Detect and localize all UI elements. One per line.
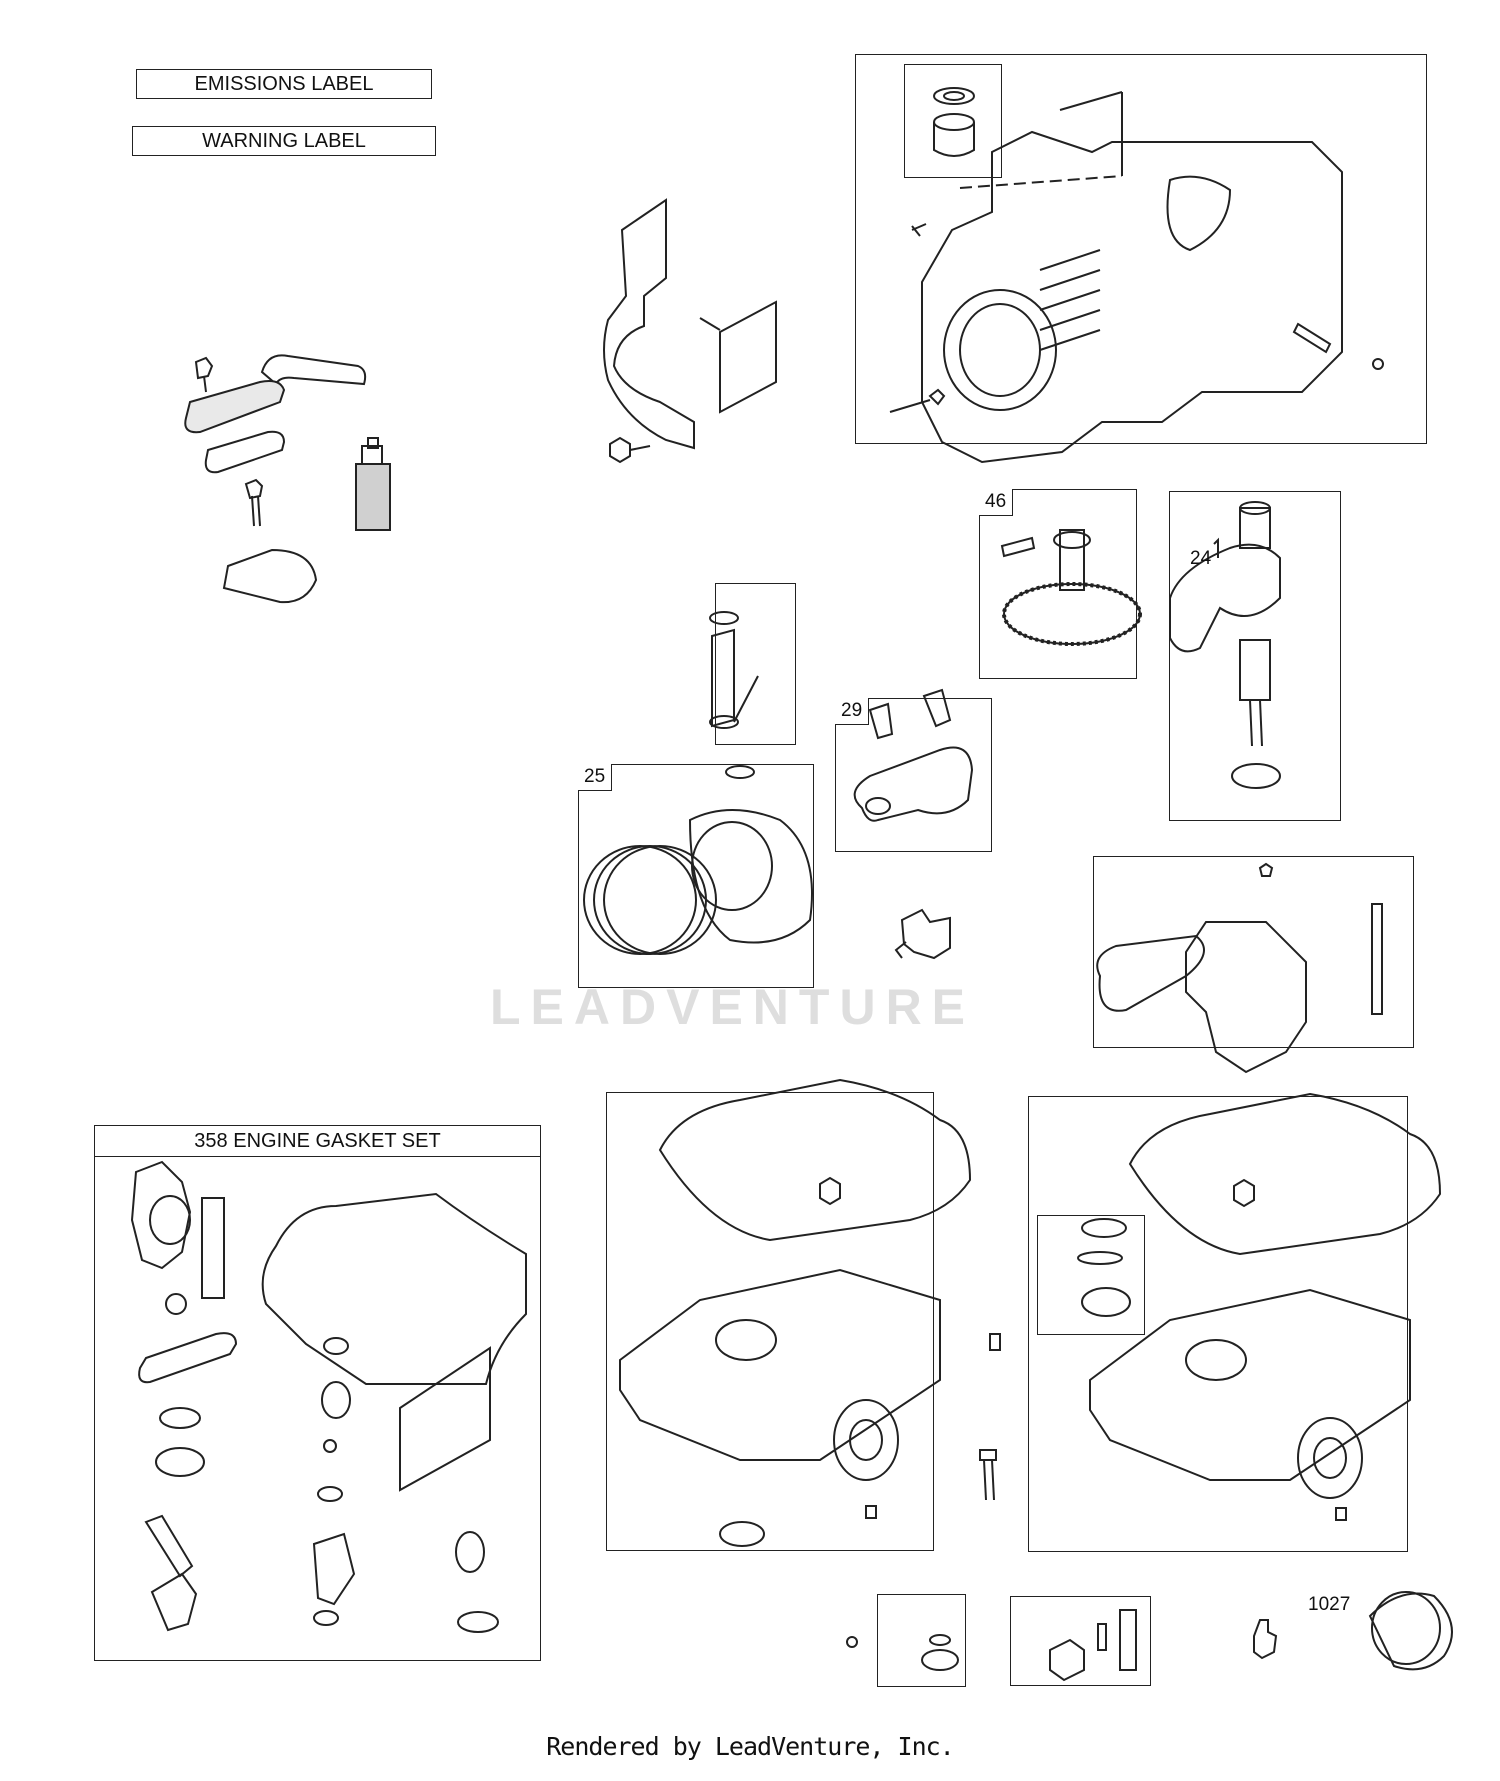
sump-right-frame bbox=[1028, 1096, 1408, 1552]
crankshaft[interactable] bbox=[1169, 501, 1281, 789]
watermark: LEADVENTURE bbox=[490, 979, 976, 1035]
seal-kit-frame bbox=[904, 64, 1002, 178]
small-kit-left[interactable] bbox=[846, 1634, 959, 1671]
gasket-set-parts[interactable] bbox=[130, 1160, 527, 1633]
warning-label[interactable]: WARNING LABEL bbox=[132, 126, 436, 156]
piston-frame bbox=[578, 764, 814, 988]
breather-assembly[interactable] bbox=[184, 354, 367, 604]
ref-oil-filter[interactable]: 1027 bbox=[1308, 1594, 1351, 1615]
sealant-tube[interactable] bbox=[355, 437, 391, 531]
piston-pin-kit[interactable] bbox=[709, 611, 759, 729]
ref-connecting-rod[interactable]: 29 bbox=[835, 698, 870, 725]
oil-filter[interactable] bbox=[1253, 1591, 1453, 1671]
emissions-label[interactable]: EMISSIONS LABEL bbox=[136, 69, 432, 99]
ref-piston[interactable]: 25 bbox=[578, 764, 613, 791]
seal-kit[interactable] bbox=[933, 87, 975, 157]
piston-and-rings[interactable] bbox=[583, 765, 813, 955]
crankcase-cover-frame bbox=[1093, 856, 1414, 1048]
cylinder-block-frame bbox=[855, 54, 1427, 444]
connecting-rod[interactable] bbox=[853, 688, 974, 822]
connecting-rod-frame bbox=[835, 698, 992, 852]
gasket-set-frame bbox=[94, 1125, 541, 1661]
governor-assembly[interactable] bbox=[894, 908, 951, 960]
air-guide-shield[interactable] bbox=[603, 198, 777, 464]
pin-kit-frame bbox=[715, 583, 796, 745]
sump-assembly-left[interactable] bbox=[619, 1078, 972, 1547]
sump-left-frame bbox=[606, 1092, 934, 1551]
small-kit-right-frame bbox=[1010, 1596, 1151, 1686]
footer-credit: Rendered by LeadVenture, Inc. bbox=[546, 1732, 955, 1761]
sump-assembly-right[interactable] bbox=[1077, 1092, 1442, 1521]
camshaft[interactable] bbox=[1000, 529, 1142, 646]
ref-crankshaft[interactable]: 24 bbox=[1190, 548, 1212, 569]
sump-seal-kit-frame bbox=[1037, 1215, 1145, 1335]
small-kit-left-frame bbox=[877, 1594, 966, 1687]
gasket-set-title[interactable]: 358 ENGINE GASKET SET bbox=[94, 1125, 541, 1157]
small-kit-right[interactable] bbox=[1049, 1609, 1137, 1682]
crankshaft-frame bbox=[1169, 491, 1341, 821]
ref-camshaft[interactable]: 46 bbox=[979, 489, 1014, 516]
crankcase-cover-parts[interactable] bbox=[1096, 862, 1383, 1074]
camshaft-frame bbox=[979, 489, 1137, 679]
loose-hardware[interactable] bbox=[979, 1333, 1001, 1501]
cylinder-block[interactable] bbox=[889, 91, 1384, 464]
